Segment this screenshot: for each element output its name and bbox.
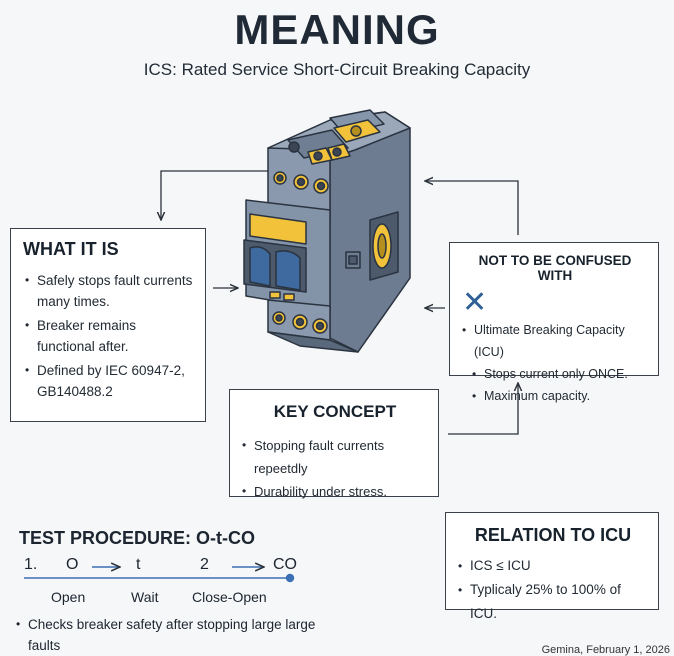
sequence-step: 1. <box>24 556 38 573</box>
relation-item: Typlicaly 25% to 100% of ICU. <box>456 578 650 626</box>
key-concept-item: Stopping fault currents repeetdly <box>240 434 430 480</box>
timeline-end-dot <box>285 573 295 583</box>
page-subtitle: ICS: Rated Service Short-Circuit Breakin… <box>143 60 531 79</box>
what-it-is-item: Safely stops fault currents many times. <box>23 270 195 312</box>
key-concept-heading: KEY CONCEPT <box>273 402 397 421</box>
test-procedure-note: Checks breaker safety after stopping lar… <box>14 614 348 656</box>
not-confused-item: Ultimate Breaking Capacity (ICU) <box>460 319 650 363</box>
test-procedure-heading: TEST PROCEDURE: O-t-CO <box>19 528 255 548</box>
sequence-step: t <box>136 556 141 573</box>
key-concept-item: Durability under stress. <box>240 480 430 503</box>
arrow-confused-to-breaker <box>425 181 519 235</box>
key-concept-box: KEY CONCEPT Stopping fault currents repe… <box>229 389 439 503</box>
not-confused-subitem: Stops current only ONCE. <box>460 363 650 385</box>
arrow-breaker-to-what <box>161 170 268 220</box>
sequence-step: O <box>66 556 79 573</box>
not-confused-box: NOT TO BE CONFUSED WITH ✕ Ultimate Break… <box>449 242 659 407</box>
what-it-is-heading: WHAT IT IS <box>23 239 119 259</box>
sequence-step: 2 <box>200 556 209 573</box>
sequence-label: Wait <box>131 589 159 605</box>
test-timeline <box>24 567 295 583</box>
sequence-label: Close-Open <box>192 589 267 605</box>
what-it-is-item: Defined by IEC 60947-2, GB140488.2 <box>23 360 195 402</box>
what-it-is-item: Breaker remains functional after. <box>23 315 195 357</box>
relation-heading: RELATION TO ICU <box>474 525 632 545</box>
relation-box: RELATION TO ICU ICS ≤ ICU Typlicaly 25% … <box>445 512 659 621</box>
sequence-step: CO <box>273 556 297 573</box>
page-title: MEANING <box>234 6 440 53</box>
x-icon: ✕ <box>462 286 488 319</box>
what-it-is-box: WHAT IT IS Safely stops fault currents m… <box>10 228 206 422</box>
circuit-breaker-illustration <box>243 109 411 353</box>
relation-item: ICS ≤ ICU <box>456 554 650 578</box>
footer-credit: Gemina, February 1, 2026 <box>541 644 670 656</box>
sequence-label: Open <box>51 589 86 605</box>
not-confused-heading: NOT TO BE CONFUSED WITH <box>478 253 632 283</box>
not-confused-subitem: Maximum capacity. <box>460 385 650 407</box>
